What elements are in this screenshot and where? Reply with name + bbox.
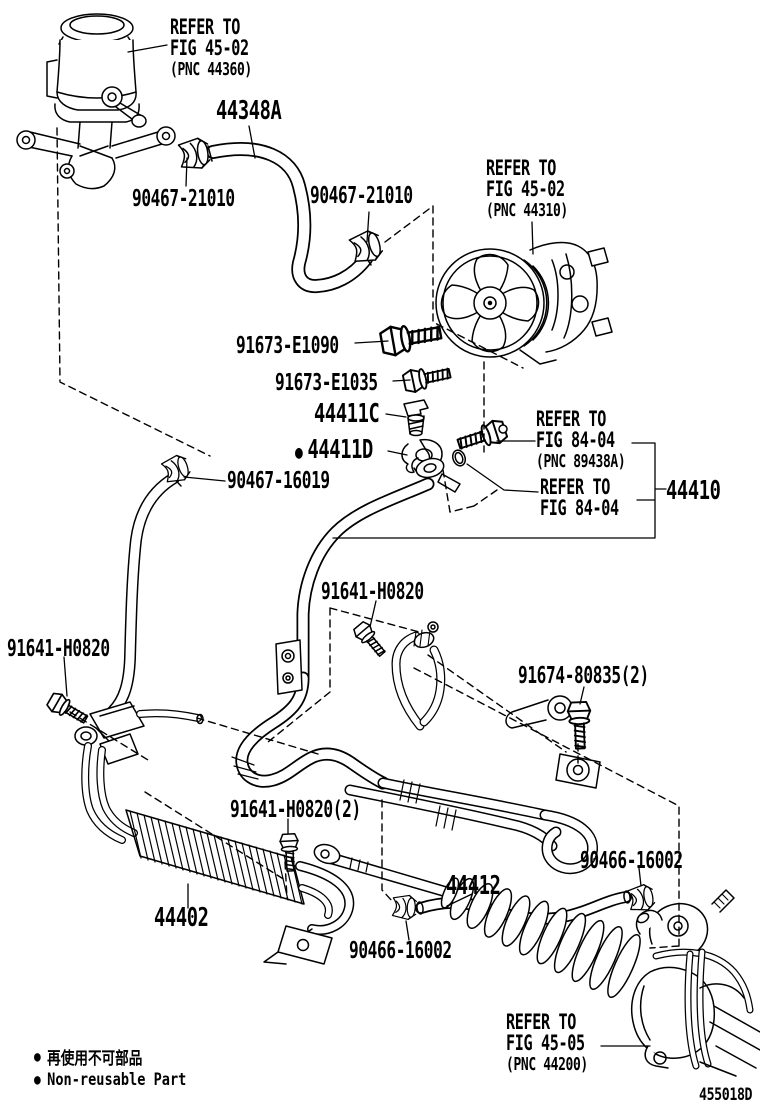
non-reusable-bullet-icon: ● xyxy=(295,442,303,463)
clamp-90467-21010-left-drawing xyxy=(177,136,212,172)
part-label-44402: 44402 xyxy=(154,903,209,933)
ref-union-label: REFER TO FIG 84-04 (PNC 89438A) xyxy=(536,407,626,473)
bolt-91673-E1035-drawing xyxy=(401,361,453,395)
leader-lines xyxy=(63,44,667,1047)
ref-union-line1: REFER TO xyxy=(536,407,606,431)
ref-rack-label: REFER TO FIG 45-05 (PNC 44200) xyxy=(506,1010,588,1076)
part-label-44412: 44412 xyxy=(446,871,501,901)
upper-hose-drawing xyxy=(208,146,371,286)
ref-oring-label: REFER TO FIG 84-04 xyxy=(540,477,619,519)
legend-en-text: Non-reusable Part xyxy=(47,1070,187,1090)
part-label-90467-16019: 90467-16019 xyxy=(227,468,330,494)
union-89438A-drawing xyxy=(454,417,510,457)
ref-rack-line2: FIG 45-05 xyxy=(506,1031,585,1055)
ref-oring-line1: REFER TO xyxy=(540,475,610,499)
legend-bullet-icon: ● xyxy=(34,1048,41,1065)
ref-reservoir-line3: (PNC 44360) xyxy=(170,59,252,80)
part-label-44410: 44410 xyxy=(666,476,721,506)
ref-reservoir-line1: REFER TO xyxy=(170,15,240,39)
part-label-90467-21010-right: 90467-21010 xyxy=(310,183,413,209)
ref-reservoir-label: REFER TO FIG 45-02 (PNC 44360) xyxy=(170,15,252,81)
part-label-91674-80835: 91674-80835(2) xyxy=(518,663,649,689)
figure-code: 455018D xyxy=(699,1085,753,1105)
pressure-tube-44410-drawing xyxy=(231,457,601,869)
clamp-90466-16002-left-drawing xyxy=(391,894,418,921)
part-label-91673-E1035: 91673-E1035 xyxy=(275,370,378,396)
ref-oring-line2: FIG 84-04 xyxy=(540,496,619,520)
part-label-44348A: 44348A xyxy=(216,96,282,126)
ref-pump-line3: (PNC 44310) xyxy=(486,200,568,221)
ref-union-line3: (PNC 89438A) xyxy=(536,451,626,472)
ref-rack-line3: (PNC 44200) xyxy=(506,1054,588,1075)
legend-en-row: ● Non-reusable Part xyxy=(34,1070,186,1090)
ref-union-line2: FIG 84-04 xyxy=(536,428,615,452)
pump-pulley-drawing xyxy=(435,241,613,365)
ref-reservoir-line2: FIG 45-02 xyxy=(170,36,249,60)
part-label-44411C: 44411C xyxy=(314,399,380,429)
ref-pump-line2: FIG 45-02 xyxy=(486,177,565,201)
part-label-44411D: ●44411D xyxy=(295,435,373,465)
legend-bullet-icon-2: ● xyxy=(34,1072,41,1088)
ref-pump-line1: REFER TO xyxy=(486,156,556,180)
clamp-90467-21010-right-drawing xyxy=(347,227,385,266)
dashed-reference-lines xyxy=(56,127,680,949)
oil-cooler-44402-drawing xyxy=(74,701,349,965)
union-bolt-44411C-drawing xyxy=(403,399,429,437)
part-label-91641-H0820-mid: 91641-H0820 xyxy=(321,579,424,605)
part-label-90466-16002-left: 90466-16002 xyxy=(349,938,452,964)
part-label-91641-H0820-left: 91641-H0820 xyxy=(7,636,110,662)
o-ring-drawing xyxy=(451,449,467,467)
steering-rack-drawing xyxy=(313,843,760,1077)
legend-jp-text: 再使用不可部品 xyxy=(47,1049,143,1069)
bolt-91673-E1090-drawing xyxy=(378,317,444,359)
reservoir-pump-drawing xyxy=(16,13,176,190)
part-label-90466-16002-right: 90466-16002 xyxy=(580,848,683,874)
bolt-91674-80835-drawing xyxy=(566,700,593,750)
bolt-91641-H0820-left-drawing xyxy=(44,689,92,729)
ref-pump-label: REFER TO FIG 45-02 (PNC 44310) xyxy=(486,156,568,222)
lower-hose-44412-drawing xyxy=(416,890,631,919)
part-label-91641-H0820-2: 91641-H0820(2) xyxy=(230,797,361,823)
part-label-90467-21010-left: 90467-21010 xyxy=(132,186,235,212)
part-label-91673-E1090: 91673-E1090 xyxy=(236,333,339,359)
legend-jp-row: ● 再使用不可部品 xyxy=(34,1044,142,1069)
return-hose-drawing xyxy=(113,471,182,711)
ref-rack-line1: REFER TO xyxy=(506,1010,576,1034)
part-label-44411D-text: 44411D xyxy=(307,435,373,465)
